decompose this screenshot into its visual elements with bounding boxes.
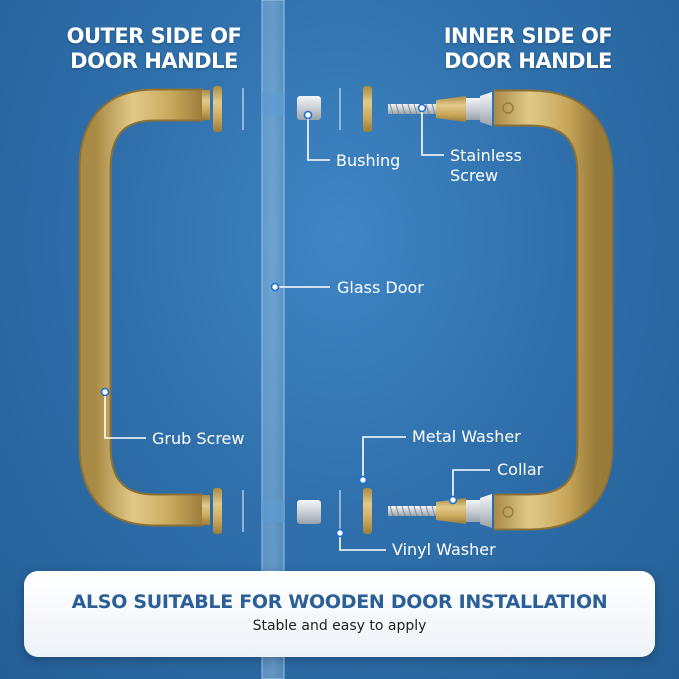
- metal-washer-label: Metal Washer: [412, 427, 521, 446]
- stainless-screw-label: Stainless Screw: [450, 146, 522, 185]
- bushing-top: [297, 96, 321, 120]
- stainless-screw-bottom: [388, 494, 492, 528]
- bushing-label: Bushing: [336, 151, 401, 170]
- outer-side-header: OUTER SIDE OF DOOR HANDLE: [66, 24, 242, 73]
- banner-subtitle: Stable and easy to apply: [252, 618, 427, 634]
- inner-side-header: INNER SIDE OF DOOR HANDLE: [443, 24, 613, 73]
- stainless-screw-top: [388, 92, 492, 126]
- glass-door-label: Glass Door: [337, 278, 424, 297]
- banner-title: ALSO SUITABLE FOR WOODEN DOOR INSTALLATI…: [71, 591, 608, 613]
- outer-handle: [78, 88, 210, 527]
- info-banner: ALSO SUITABLE FOR WOODEN DOOR INSTALLATI…: [24, 571, 655, 657]
- bushing-bottom: [297, 500, 321, 524]
- inner-handle: [494, 89, 614, 531]
- vinyl-washer-label: Vinyl Washer: [392, 540, 496, 559]
- grub-screw-label: Grub Screw: [152, 429, 245, 448]
- collar-label: Collar: [497, 460, 544, 479]
